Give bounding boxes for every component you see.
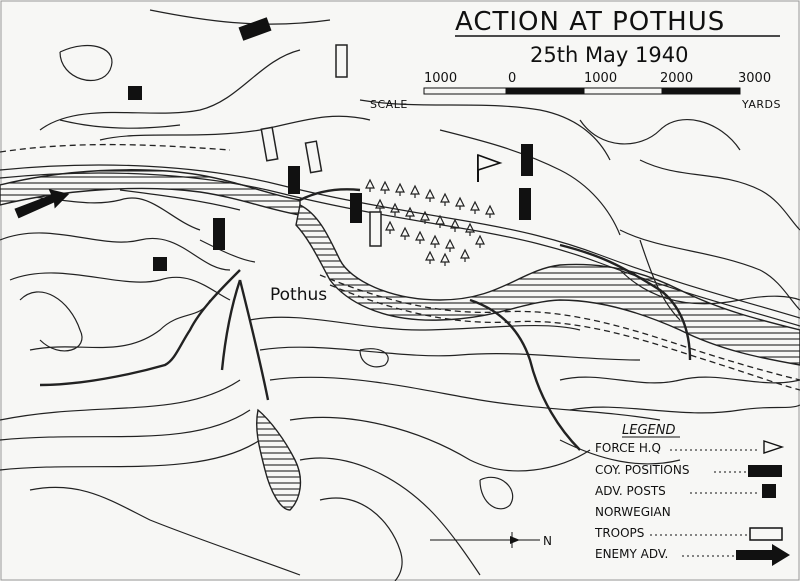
scale-label: SCALE	[370, 98, 408, 111]
map-subtitle: 25th May 1940	[530, 43, 688, 67]
adv-post-marker	[128, 86, 142, 100]
norwegian-troops-marker	[304, 140, 323, 174]
scale-bar: 1000 0 1000 2000 3000 SCALE YARDS	[370, 71, 781, 111]
coy-position-marker	[521, 144, 533, 176]
legend-open-bar-icon	[749, 527, 783, 541]
legend-heading: LEGEND	[622, 423, 675, 438]
map-units	[14, 17, 533, 271]
north-arrow: N	[430, 532, 552, 548]
scale-tick-1000-left: 1000	[424, 71, 457, 86]
norwegian-troops-marker	[260, 126, 279, 162]
legend-label-troops: TROOPS	[594, 526, 644, 540]
legend-label-coy-positions: COY. POSITIONS	[595, 463, 689, 477]
coy-position-marker	[213, 218, 225, 250]
legend-label-force-hq: FORCE H.Q	[595, 441, 661, 455]
north-arrow-label: N	[543, 534, 552, 548]
enemy-advance-arrow	[14, 189, 70, 219]
coy-position-marker	[519, 188, 531, 220]
river	[0, 169, 800, 511]
scale-unit: YARDS	[741, 98, 781, 111]
norwegian-troops-marker	[369, 211, 382, 247]
legend-small-block-icon	[762, 484, 776, 498]
map-title: ACTION AT POTHUS	[455, 7, 725, 37]
title-block: ACTION AT POTHUS 25th May 1940	[455, 7, 780, 67]
legend-label-norwegian: NORWEGIAN	[595, 505, 671, 519]
legend-flag-icon	[763, 440, 785, 454]
forest	[365, 178, 495, 266]
scale-tick-0: 0	[508, 71, 516, 86]
legend-label-adv-posts: ADV. POSTS	[595, 484, 666, 498]
scale-tick-1000: 1000	[584, 71, 617, 86]
legend-label-enemy-adv: ENEMY ADV.	[595, 547, 668, 561]
legend: LEGEND FORCE H.Q COY. POSITIONS ADV. POS…	[594, 423, 790, 566]
coy-position-marker	[238, 17, 272, 41]
roads	[0, 119, 800, 451]
contour-lines	[0, 9, 800, 581]
legend-solid-bar-icon	[748, 465, 782, 477]
coy-position-marker	[350, 193, 362, 223]
coy-position-marker	[288, 166, 300, 194]
scale-tick-2000: 2000	[660, 71, 693, 86]
place-label-pothus: Pothus	[270, 285, 327, 305]
legend-arrow-icon	[736, 544, 790, 566]
norwegian-troops-marker	[335, 44, 348, 78]
scale-tick-3000: 3000	[738, 71, 771, 86]
force-hq-flag	[477, 153, 503, 182]
adv-post-marker	[153, 257, 167, 271]
